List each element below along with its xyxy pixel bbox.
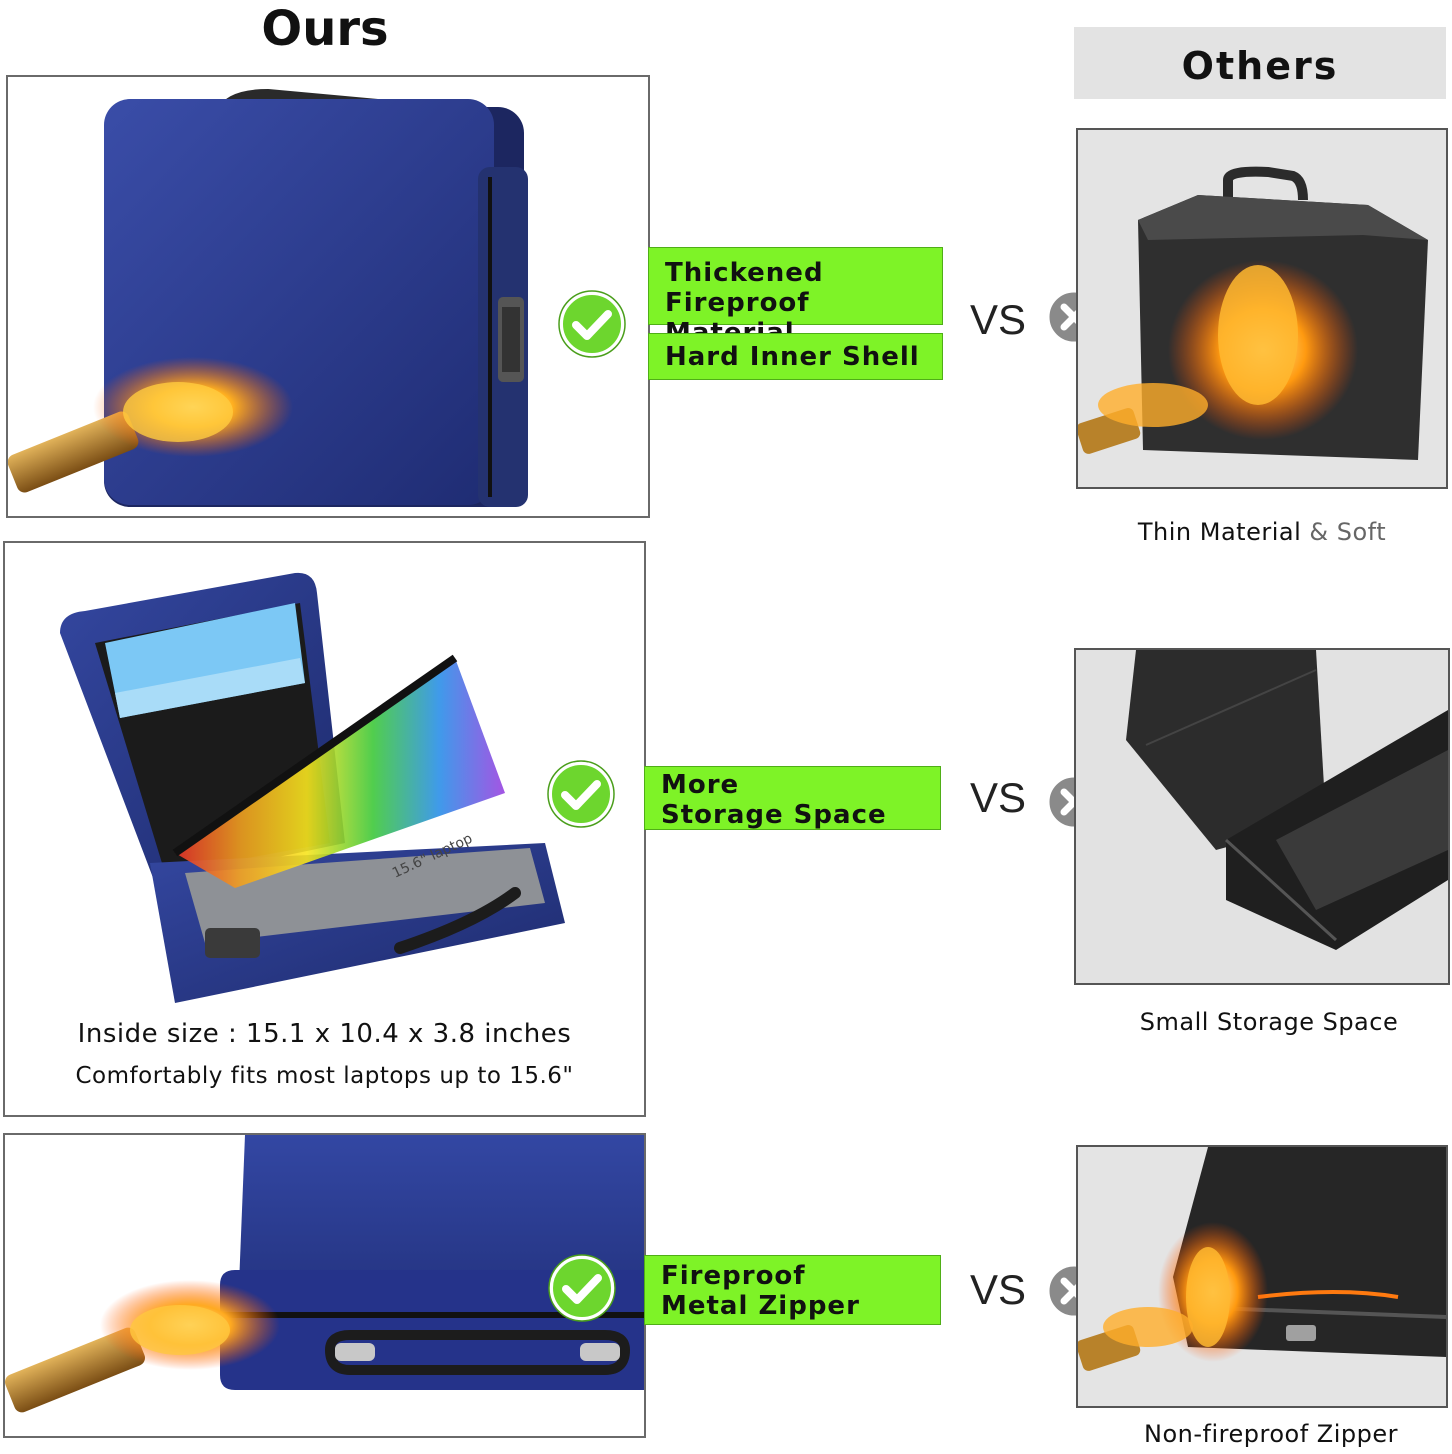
inside-size-text: Inside size : 15.1 x 10.4 x 3.8 inches [77,1019,572,1049]
feature-label-metal-zipper: Fireproof Metal Zipper [644,1255,941,1325]
others-heading: Others [1074,27,1446,99]
feature-label-line: More [661,770,740,800]
others-fireproof-image [1076,128,1448,489]
checkmark-circle-icon [547,760,615,828]
ours-zipper-image [3,1133,646,1438]
others-storage-image [1074,648,1450,985]
feature-label-line: Hard Inner Shell [665,342,920,372]
ours-heading: Ours [261,1,389,57]
caption-main: Thin Material [1137,518,1302,546]
checkmark-circle-icon [548,1254,616,1322]
feature-label-line: Metal Zipper [661,1291,860,1321]
feature-label-storage-space: More Storage Space [644,766,941,830]
feature-label-line: Thickened [665,258,824,288]
vs-label: VS [970,1266,1027,1313]
feature-label-line: Fireproof [661,1261,806,1291]
feature-label-line: Storage Space [661,800,887,830]
others-caption-storage: Small Storage Space [1139,1008,1399,1036]
checkmark-circle-icon [558,290,626,358]
ours-fireproof-image [6,75,650,518]
feature-label-fireproof-material: Thickened Fireproof Material [648,247,943,348]
caption-muted: & Soft [1301,518,1387,546]
others-caption-zipper: Non-fireproof Zipper [1144,1420,1398,1448]
vs-label: VS [970,296,1027,343]
others-zipper-image [1076,1145,1448,1408]
others-caption-thin-material: Thin Material & Soft [1076,518,1448,546]
feature-label-hard-inner-shell: Hard Inner Shell [648,333,943,380]
ours-storage-image: 15.6" laptop Inside size : 15.1 x 10.4 x… [3,541,646,1117]
laptop-fit-text: Comfortably fits most laptops up to 15.6… [75,1063,574,1089]
vs-label: VS [970,774,1027,821]
